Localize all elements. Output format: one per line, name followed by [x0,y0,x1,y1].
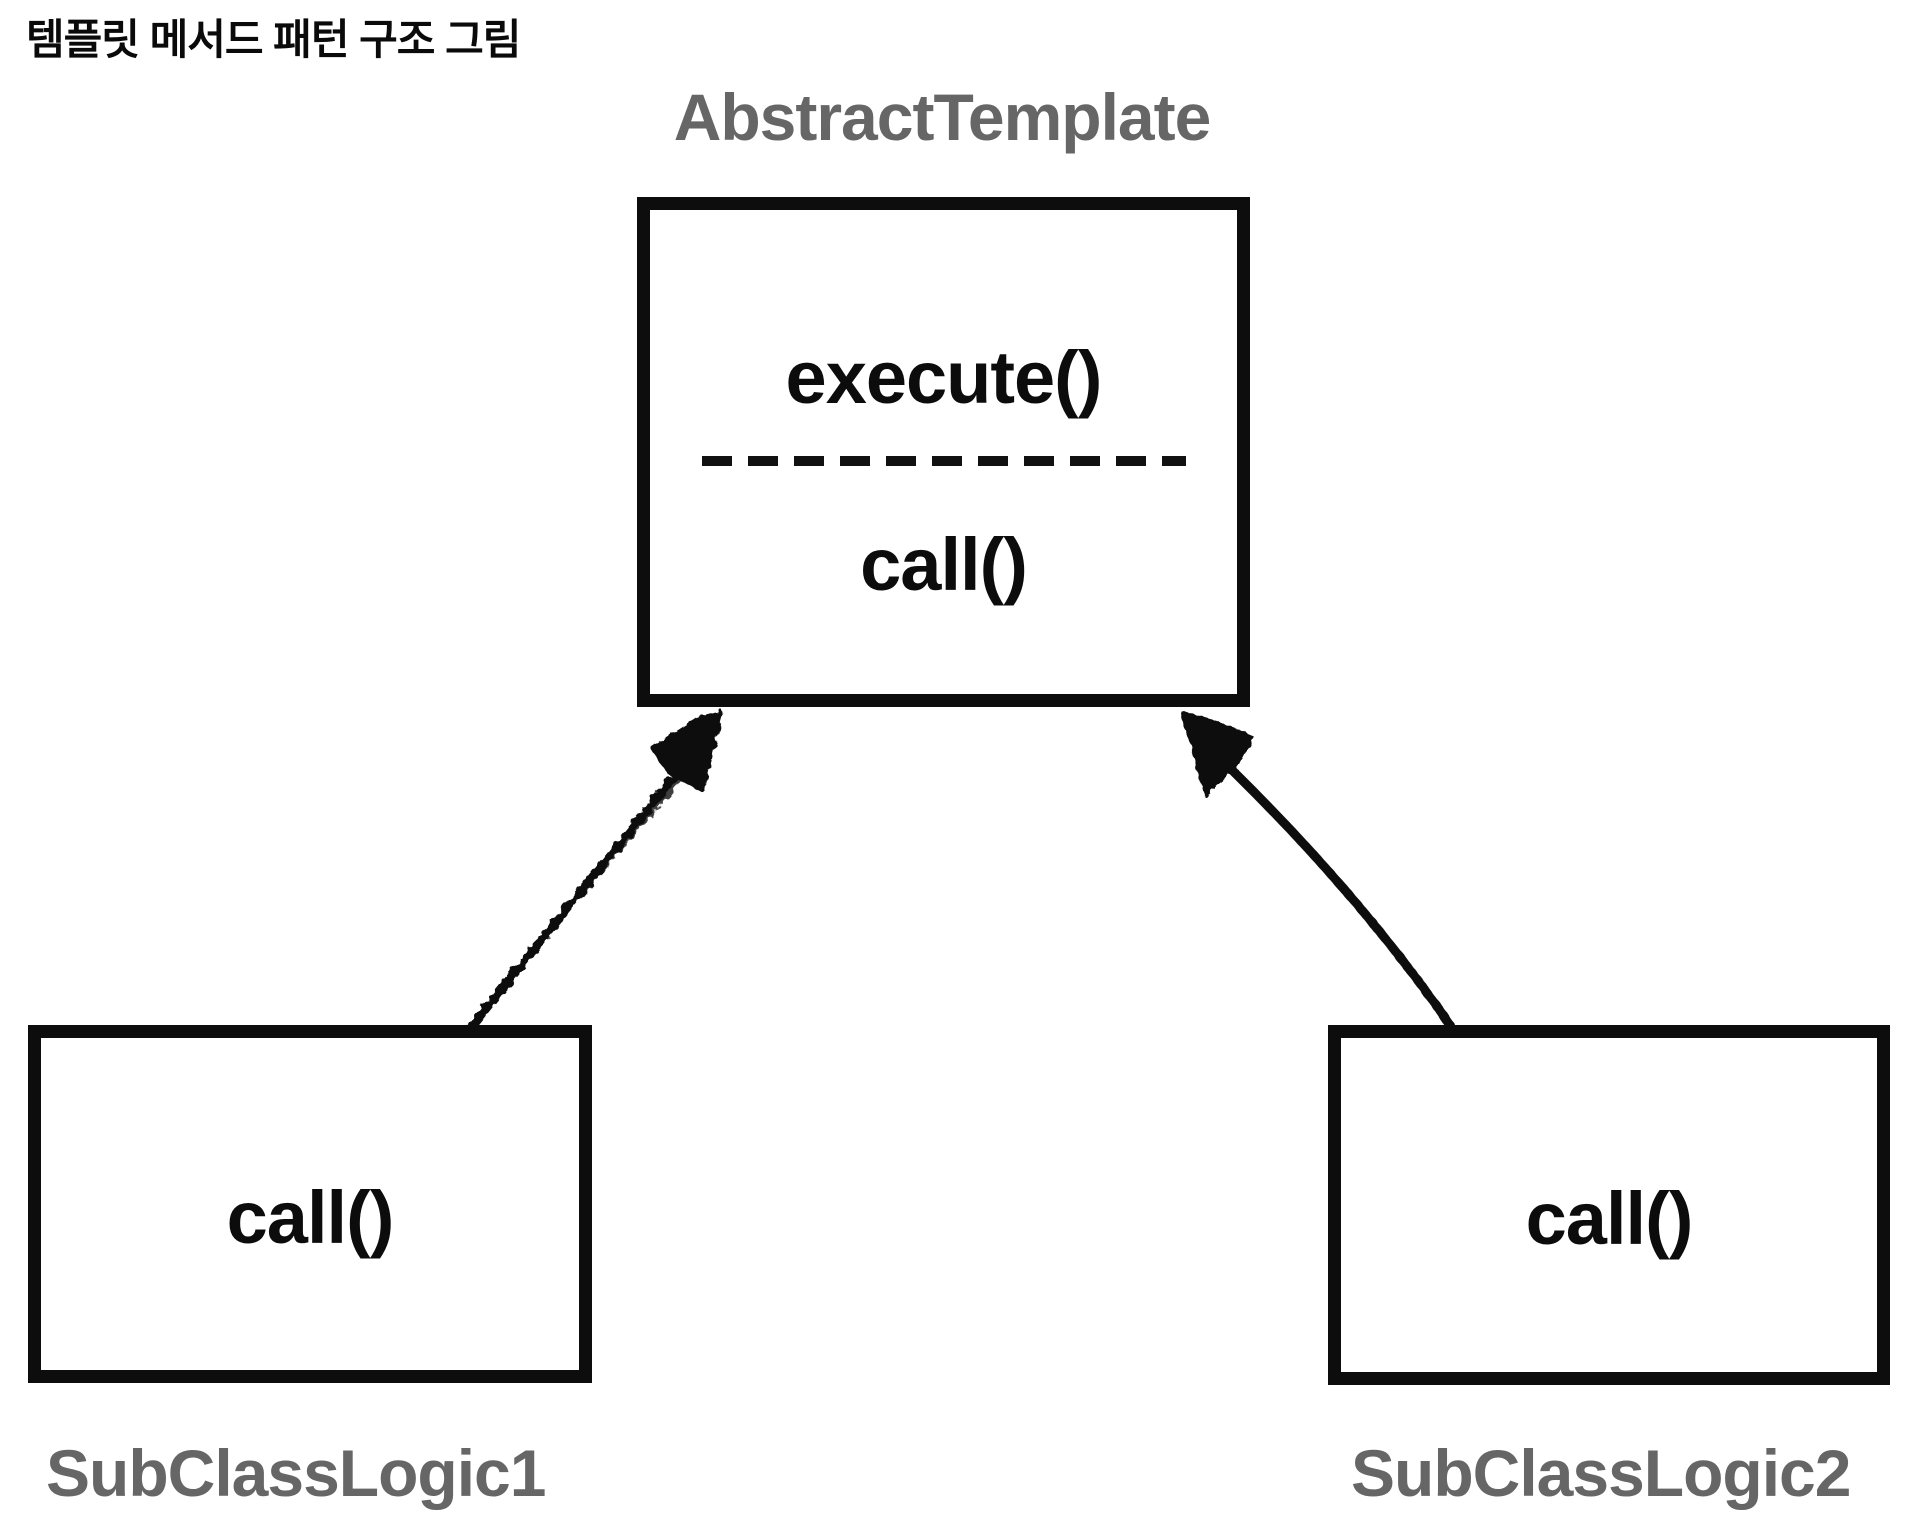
method-call-abstract: call() [860,523,1028,606]
method-execute: execute() [785,336,1103,419]
arrowhead-icon [1179,710,1254,797]
class-box-subclasslogic2: call() [1328,1025,1890,1385]
method-call-subclasslogic1: call() [226,1176,395,1259]
diagram-title: 템플릿 메서드 패턴 구조 그림 [26,16,521,63]
arrowhead-icon [650,710,724,793]
class-box-subclasslogic1: call() [28,1025,592,1383]
inheritance-arrow-right [1179,710,1455,1030]
method-call-subclasslogic2: call() [1525,1177,1694,1260]
class-title-subclasslogic2: SubClassLogic2 [1351,1436,1851,1510]
dashed-separator [702,456,1186,466]
class-title-abstract-template: AbstractTemplate [673,80,1212,154]
class-title-subclasslogic1: SubClassLogic1 [46,1436,546,1510]
inheritance-arrow-left [465,710,724,1033]
class-box-abstract-template: execute() call() [637,197,1250,707]
